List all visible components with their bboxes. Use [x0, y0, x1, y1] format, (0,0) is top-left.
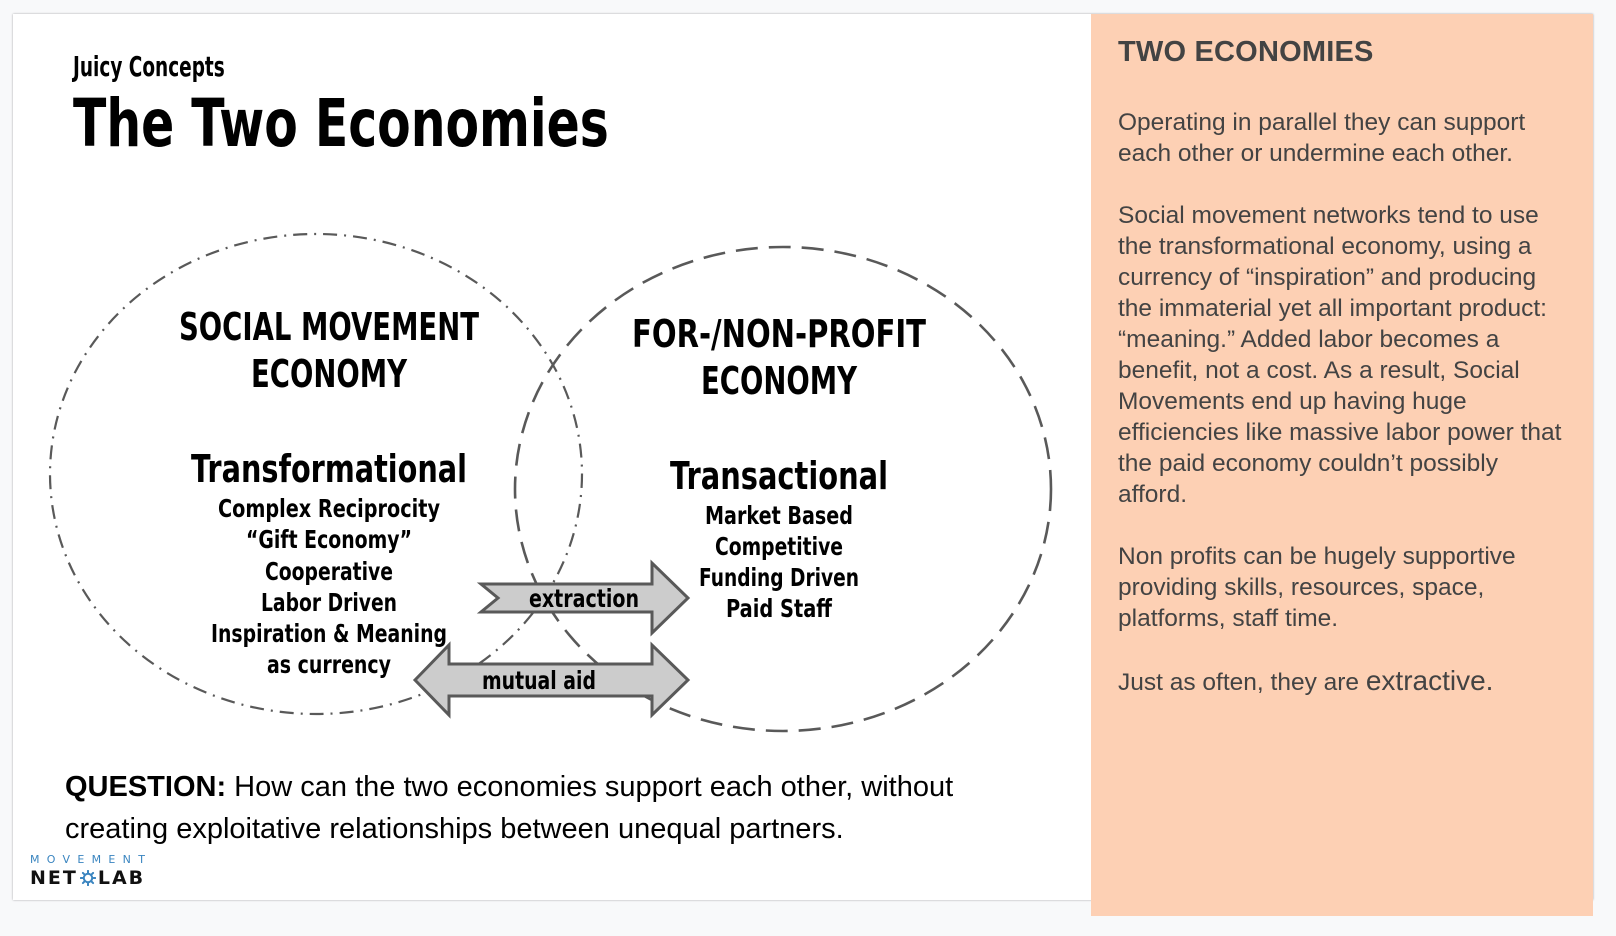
right-item-1: Market Based — [705, 501, 853, 530]
slide-subtitle: Juicy Concepts — [73, 50, 225, 83]
sidebar-paragraph-4-start: Just as often, they are — [1118, 669, 1366, 696]
right-economy-type: Transactional — [670, 454, 888, 498]
left-heading-line1: SOCIAL MOVEMENT — [179, 305, 479, 349]
mutual-aid-label: mutual aid — [482, 666, 596, 695]
left-economy-type: Transformational — [191, 447, 467, 491]
left-item-3: Cooperative — [265, 557, 393, 586]
left-heading-line2: ECONOMY — [251, 352, 407, 396]
right-heading-line1: FOR-/NON-PROFIT — [632, 312, 926, 356]
venn-diagram: SOCIAL MOVEMENT ECONOMY Transformational… — [48, 232, 1053, 733]
slide-title: The Two Economies — [73, 85, 609, 162]
sidebar-paragraph-4: Just as often, they are extractive. — [1118, 665, 1571, 698]
question-text: QUESTION: How can the two economies supp… — [65, 766, 1045, 850]
sidebar-paragraph-3: Non profits can be hugely supportive pro… — [1118, 543, 1516, 632]
left-item-6: as currency — [267, 650, 391, 679]
question-label: QUESTION: — [65, 771, 227, 803]
mutual-aid-arrow — [412, 641, 691, 719]
logo-right-text: LAB — [97, 867, 146, 889]
right-item-4: Paid Staff — [726, 594, 833, 623]
extraction-arrow — [476, 559, 691, 637]
movement-netlab-logo: MOVEMENT NET LAB — [30, 853, 152, 889]
left-item-2: “Gift Economy” — [246, 525, 412, 554]
sidebar-paragraph-1: Operating in parallel they can support e… — [1118, 109, 1526, 167]
logo-top-text: MOVEMENT — [30, 853, 153, 866]
sidebar-paragraph-4-emphasis: extractive. — [1365, 665, 1494, 696]
left-item-1: Complex Reciprocity — [218, 494, 440, 523]
left-item-4: Labor Driven — [261, 588, 397, 617]
sidebar-heading: TWO ECONOMIES — [1118, 36, 1374, 68]
social-movement-circle — [48, 232, 584, 716]
extraction-label: extraction — [529, 584, 639, 613]
right-item-3: Funding Driven — [699, 563, 859, 592]
right-heading-line2: ECONOMY — [701, 359, 857, 403]
sidebar-paragraph-2: Social movement networks tend to use the… — [1118, 202, 1562, 508]
left-item-5: Inspiration & Meaning — [211, 619, 447, 648]
logo-left-text: NET — [30, 867, 78, 889]
notes-sidebar: TWO ECONOMIES Operating in parallel they… — [1091, 14, 1593, 916]
gear-icon — [79, 870, 96, 886]
right-item-2: Competitive — [715, 532, 843, 561]
question-body: How can the two economies support each o… — [65, 771, 954, 845]
for-non-profit-circle — [513, 245, 1053, 733]
